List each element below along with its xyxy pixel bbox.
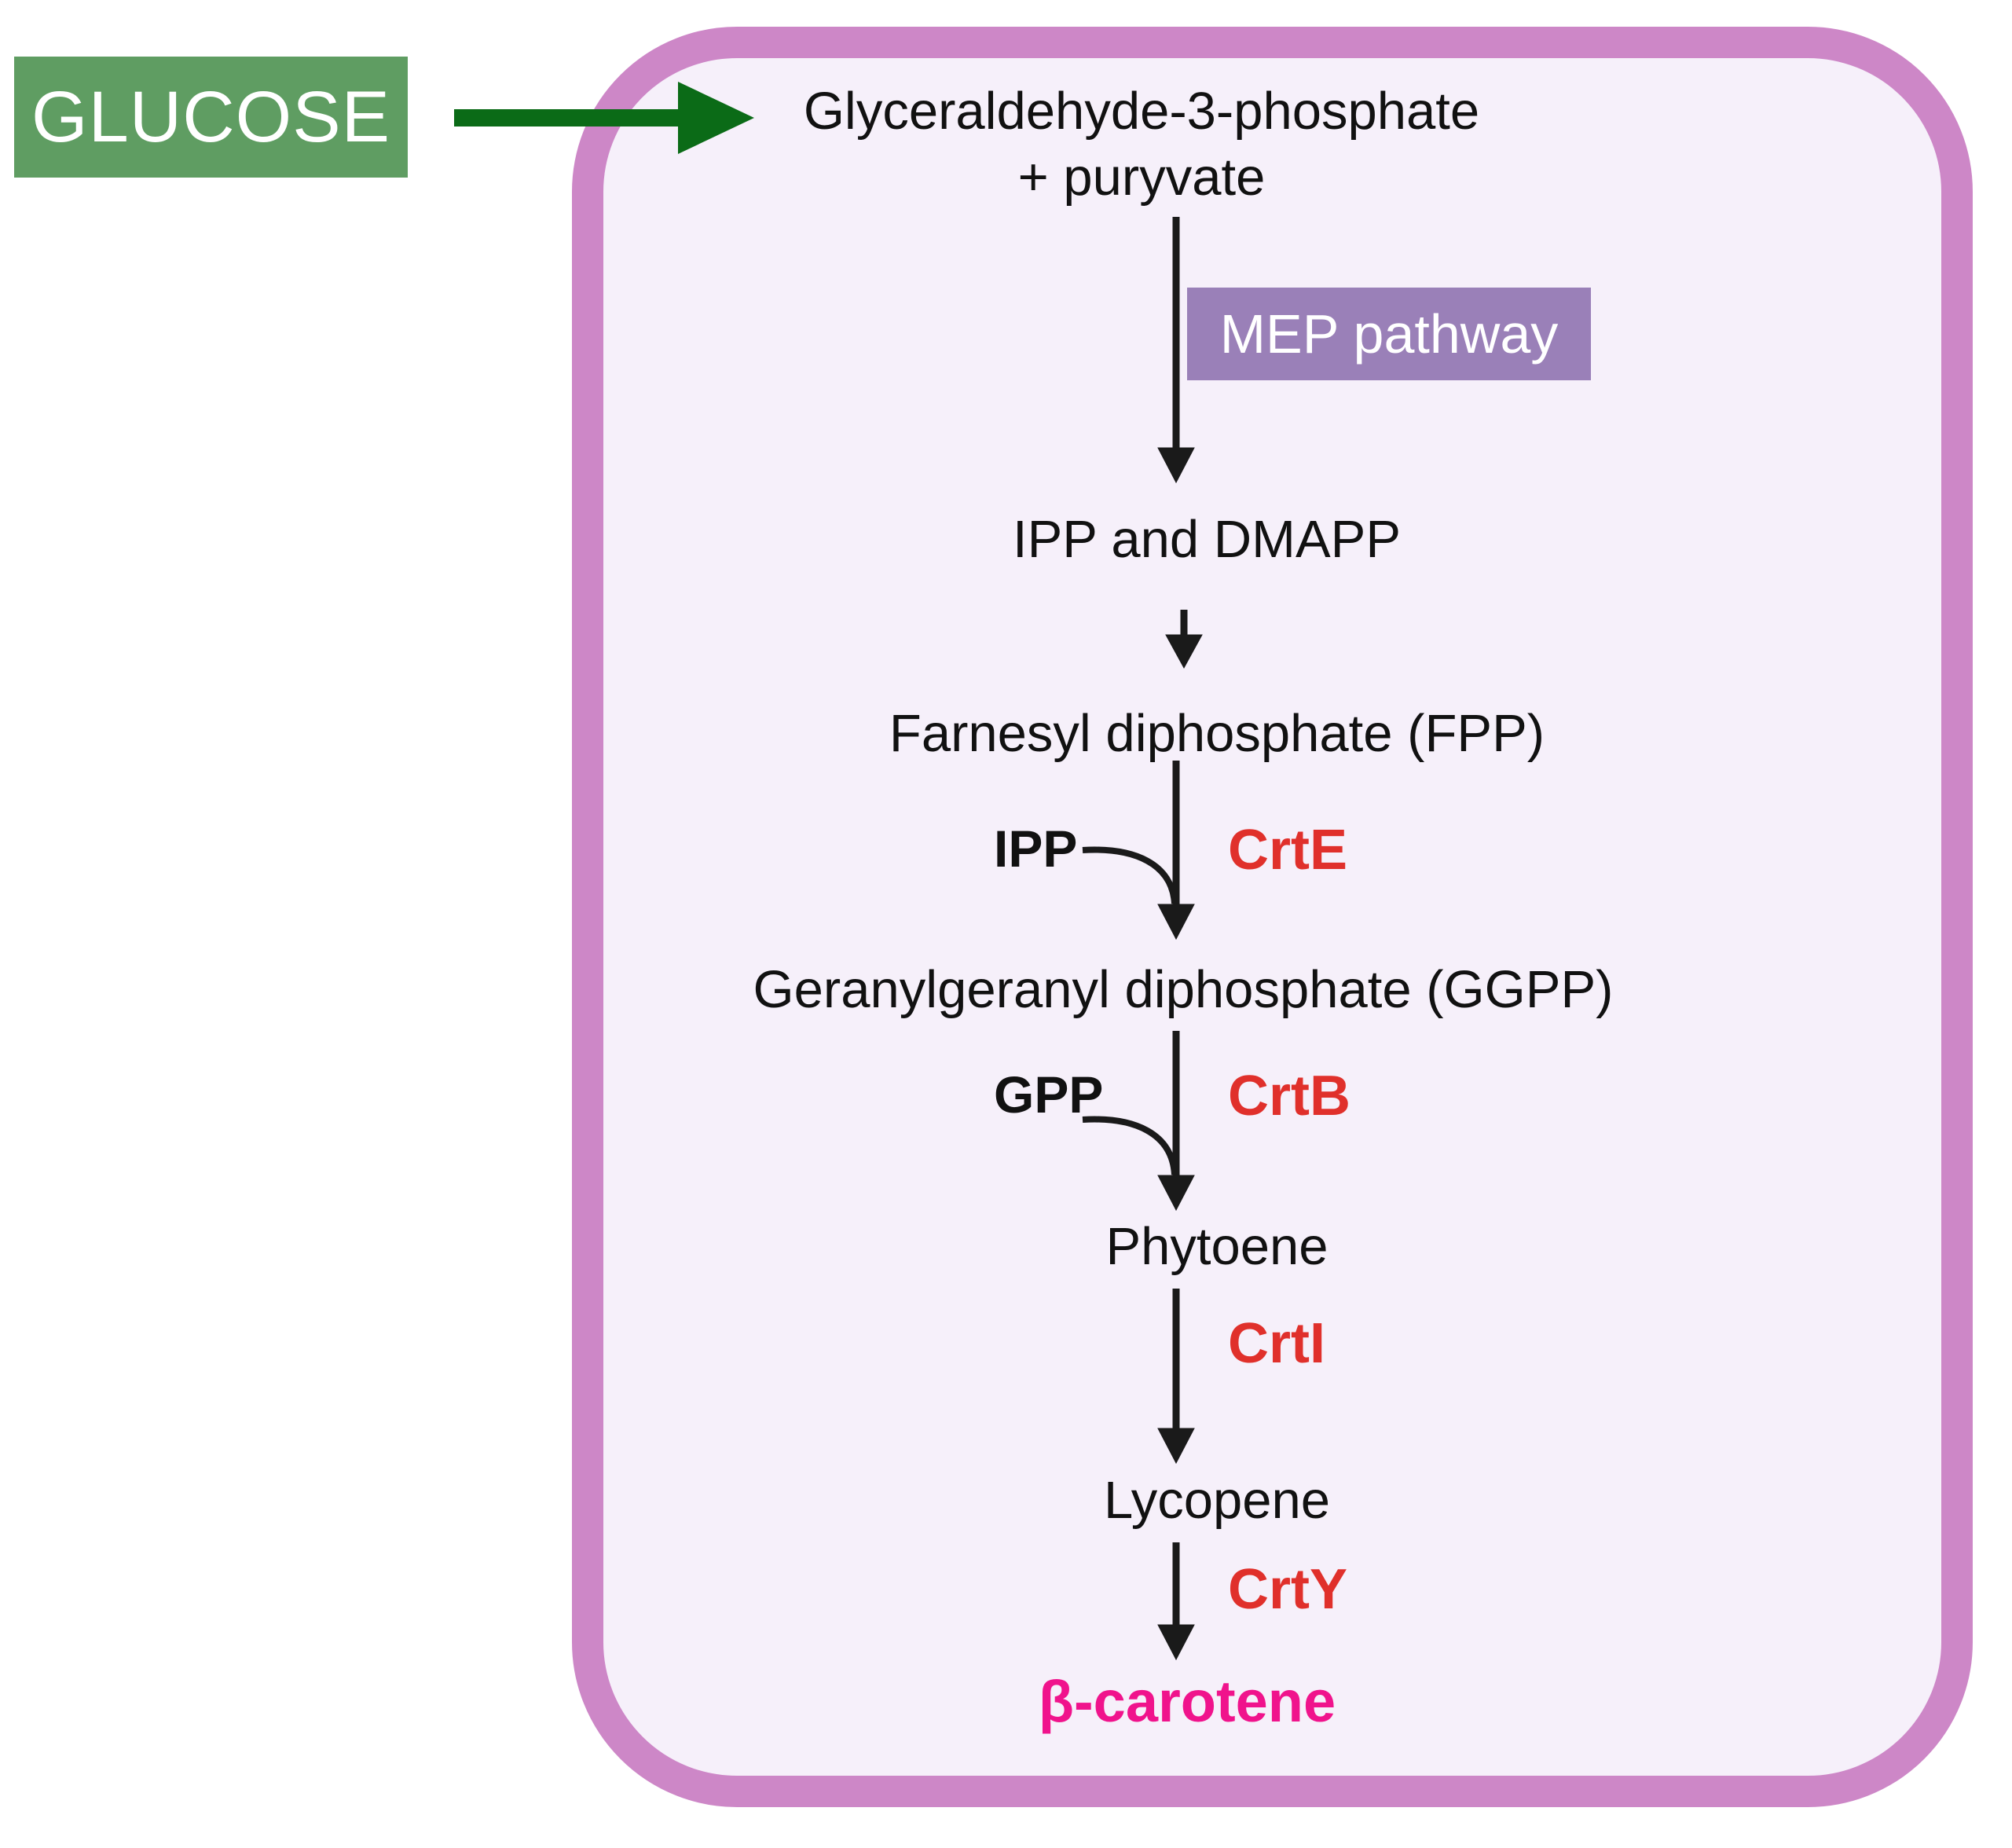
- metabolite-ipp-dmapp: IPP and DMAPP: [1012, 510, 1402, 569]
- arrow-phytoene-to-lycopene: [1157, 1289, 1195, 1465]
- enzyme-crty: CrtY: [1228, 1558, 1348, 1621]
- ipp-cofactor-curve: [1082, 846, 1178, 904]
- cofactor-gpp: GPP: [994, 1065, 1104, 1124]
- metabolite-lycopene: Lycopene: [1103, 1471, 1331, 1530]
- product-beta-carotene: β-carotene: [1038, 1669, 1336, 1734]
- glucose-label: GLUCOSE: [31, 76, 390, 157]
- arrow-ipp-to-fpp: [1165, 610, 1203, 669]
- metabolite-ggpp: Geranylgeranyl diphosphate (GGPP): [753, 960, 1614, 1019]
- mep-pathway-box: MEP pathway: [1187, 288, 1591, 380]
- glucose-arrow: [454, 82, 754, 154]
- enzyme-crti: CrtI: [1228, 1312, 1325, 1375]
- arrow-ggpp-to-phytoene: [1157, 1031, 1195, 1212]
- metabolite-phytoene: Phytoene: [1105, 1217, 1329, 1276]
- g3p-line-2: + puryvate: [1017, 148, 1266, 207]
- enzyme-crtb: CrtB: [1228, 1065, 1350, 1128]
- g3p-line-1: Glyceraldehyde-3-phosphate: [803, 82, 1480, 141]
- arrow-lycopene-to-carotene: [1157, 1542, 1195, 1661]
- enzyme-crte: CrtE: [1228, 819, 1348, 882]
- arrow-g3p-to-ipp: [1157, 217, 1195, 484]
- cofactor-ipp: IPP: [994, 820, 1078, 878]
- mep-pathway-label: MEP pathway: [1219, 303, 1559, 365]
- metabolite-fpp: Farnesyl diphosphate (FPP): [889, 704, 1545, 763]
- gpp-cofactor-curve: [1082, 1116, 1178, 1175]
- arrow-fpp-to-ggpp: [1157, 761, 1195, 940]
- glucose-box: GLUCOSE: [14, 57, 408, 178]
